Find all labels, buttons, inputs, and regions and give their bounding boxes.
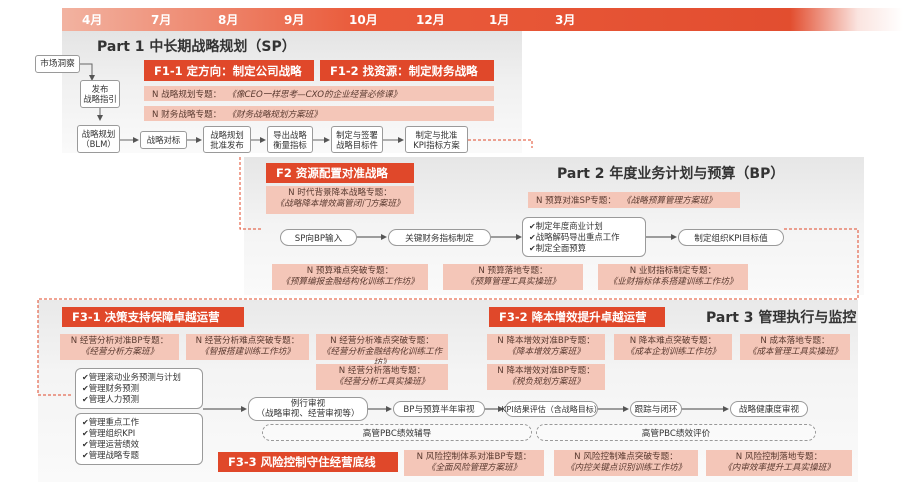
topic-risk-difficulty: N 风险控制难点突破专题：《内控关键点识别训练工作坊》 <box>554 450 698 476</box>
topic-budget-sp: N 预算对准SP专题：《战略预算管理方案班》 <box>528 192 740 208</box>
part1-title: Part 1 中长期战略规划（SP） <box>97 39 296 55</box>
flow-bp-half-year: BP与预算半年审视 <box>393 401 485 417</box>
part2-title: Part 2 年度业务计划与预算（BP） <box>557 166 785 182</box>
month-label: 9月 <box>284 13 305 27</box>
topic-analysis-landing: N 经营分析落地专题：《经营分析工具实操班》 <box>316 364 448 390</box>
step-box: 发布 战略指引 <box>80 80 120 108</box>
month-label: 12月 <box>416 13 445 27</box>
f3-2-bar: F3-2 降本增效提升卓越运营 <box>489 307 665 327</box>
topic-budget-difficulty: N 预算难点突破专题：《预算编报金融结构化训练工作坊》 <box>272 264 428 290</box>
flow-routine-review: 例行审视 （战略审视、经营审视等） <box>248 397 368 421</box>
management-checklist-2: 管理重点工作 管理组织KPI 管理运营绩效 管理战略专题 <box>75 413 203 465</box>
topic-budget-landing: N 预算落地专题：《预算管理工具实操班》 <box>443 264 583 290</box>
topic-cost-strategy: N 时代背景降本战略专题：《战略降本增效高管闭门方案班》 <box>266 186 414 214</box>
flow-sp-to-bp: SP向BP输入 <box>280 229 357 246</box>
month-label: 1月 <box>489 13 510 27</box>
topic-tax-planning: N 降本增效对准BP专题：《税负规划方案班》 <box>487 364 605 390</box>
topic-risk-bp: N 风险控制体系对准BP专题：《全面风险管理方案班》 <box>404 450 544 476</box>
topic-cost-difficulty: N 降本难点突破专题：《成本企划训练工作坊》 <box>614 334 732 360</box>
market-insight-box: 市场洞察 <box>35 55 80 73</box>
topic-finance-indicator: N 业财指标制定专题：《业财指标体系搭建训练工作坊》 <box>598 264 748 290</box>
f3-1-bar: F3-1 决策支持保障卓越运营 <box>62 307 244 327</box>
pbc-coaching: 高管PBC绩效辅导 <box>262 424 532 441</box>
topic-analysis-structure: N 经营分析难点突破专题：《经营分析金融结构化训练工作坊》 <box>316 334 448 368</box>
timeline-fade <box>790 8 903 31</box>
month-label: 4月 <box>82 13 103 27</box>
f2-bar: F2 资源配置对准战略 <box>266 163 414 183</box>
step-box: 导出战略 衡量指标 <box>267 126 313 153</box>
topic-analysis-difficulty: N 经营分析难点突破专题：《智报搭建训练工作坊》 <box>186 334 309 360</box>
topic-analysis-bp: N 经营分析对准BP专题：《经营分析方案班》 <box>60 334 179 360</box>
topic-cost-bp: N 降本增效对准BP专题：《降本增效方案班》 <box>487 334 605 360</box>
step-box: 制定与批准 KPI指标方案 <box>405 126 468 153</box>
flow-tracking-closure: 跟踪与闭环 <box>630 401 682 417</box>
bp-checklist: 制定年度商业计划 战略解码导出重点工作 制定全面预算 <box>522 217 646 257</box>
topic-cost-landing: N 成本落地专题：《成本管理工具实操班》 <box>740 334 850 360</box>
flow-org-kpi: 制定组织KPI目标值 <box>678 229 784 246</box>
part3-title: Part 3 管理执行与监控 <box>706 310 857 326</box>
month-label: 3月 <box>555 13 576 27</box>
step-box: 战略规划 批准发布 <box>203 126 251 153</box>
management-checklist-1: 管理滚动业务预测与计划 管理财务预测 管理人力预测 <box>75 368 203 409</box>
topic-strategy-planning: N 战略规划专题：《像CEO一样思考—CXO的企业经营必修课》 <box>144 86 494 101</box>
flow-key-finance-kpi: 关键财务指标制定 <box>388 229 491 246</box>
month-label: 7月 <box>151 13 172 27</box>
f3-3-bar: F3-3 风险控制守住经营底线 <box>218 452 398 472</box>
step-box: 制定与签署 战略目标件 <box>331 126 383 153</box>
f1-2-bar: F1-2 找资源：制定财务战略 <box>320 60 494 81</box>
timeline-bar <box>62 8 903 31</box>
step-box: 战略对标 <box>140 131 187 149</box>
month-label: 10月 <box>349 13 378 27</box>
pbc-evaluation: 高管PBC绩效评价 <box>536 424 816 441</box>
f1-1-bar: F1-1 定方向：制定公司战略 <box>144 60 314 81</box>
month-label: 8月 <box>218 13 239 27</box>
topic-finance-strategy: N 财务战略专题：《财务战略规划方案班》 <box>144 106 494 121</box>
topic-risk-landing: N 风险控制落地专题：《内审效率提升工具实操班》 <box>706 450 852 476</box>
flow-kpi-evaluation: KPI结果评估（含战略目标） <box>501 401 602 417</box>
flow-strategy-health: 战略健康度审视 <box>730 401 808 417</box>
step-box: 战略规划 （BLM） <box>77 125 120 153</box>
